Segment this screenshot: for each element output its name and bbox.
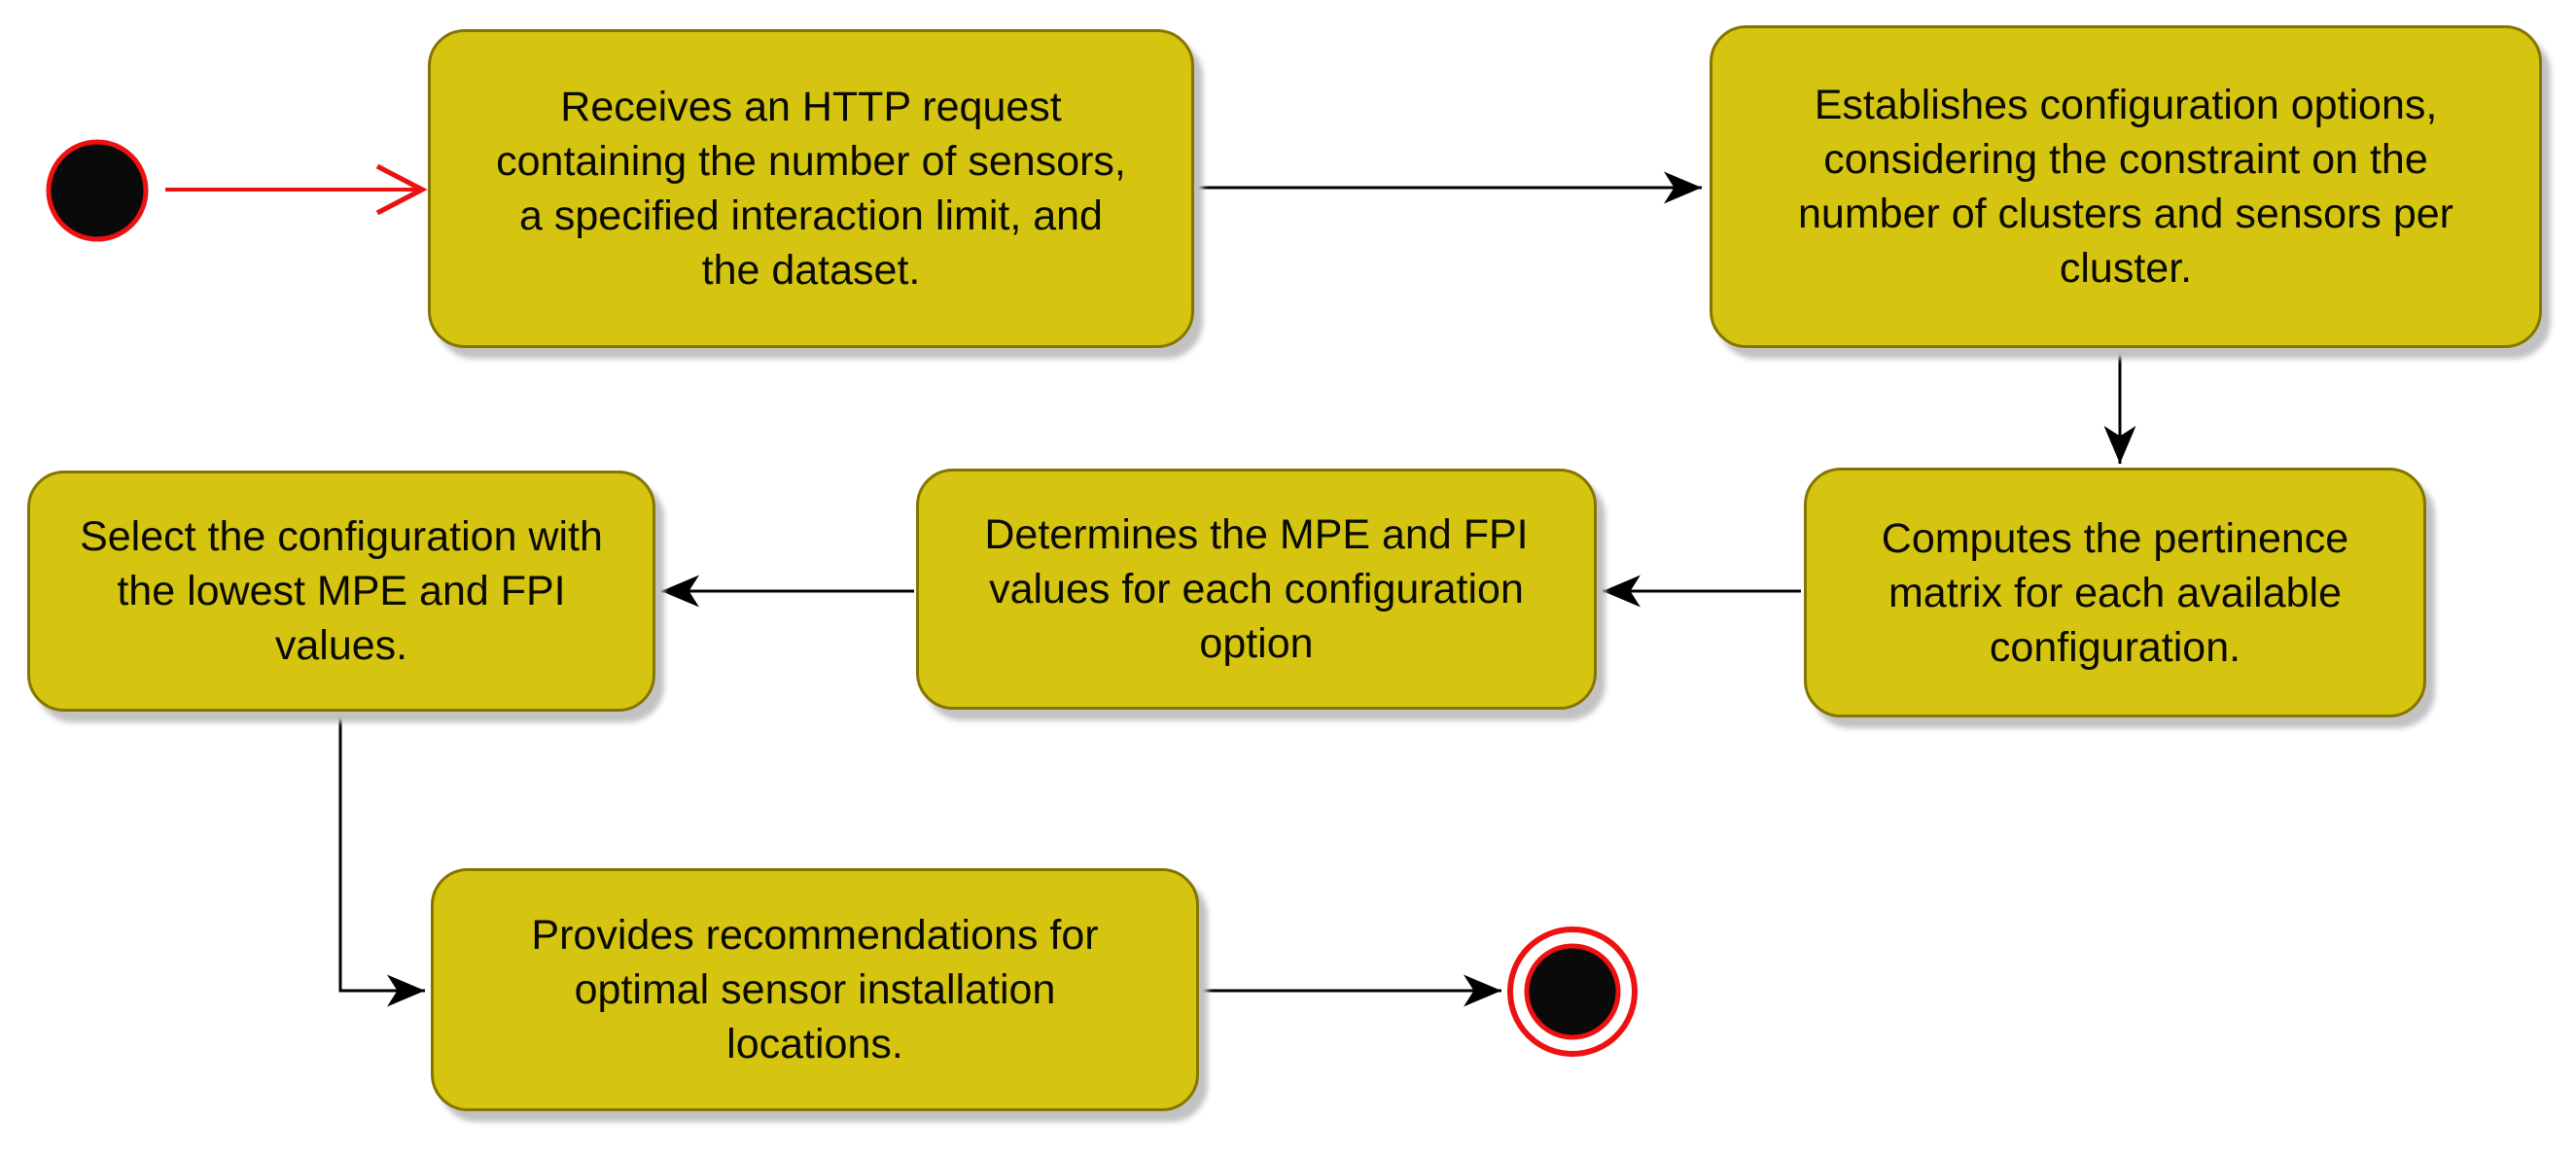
activity-node-receive-request: Receives an HTTP request containing the … [428, 29, 1194, 348]
node-label: Provides recommendations for optimal sen… [531, 912, 1099, 1067]
activity-node-compute-matrix: Computes the pertinence matrix for each … [1804, 468, 2426, 717]
node-label: Determines the MPE and FPI values for ea… [984, 511, 1529, 667]
activity-node-establish-options: Establishes configuration options, consi… [1710, 25, 2542, 348]
node-label: Computes the pertinence matrix for each … [1881, 514, 2349, 671]
node-label: Select the configuration with the lowest… [80, 513, 603, 669]
activity-node-determine-values: Determines the MPE and FPI values for ea… [916, 469, 1597, 710]
initial-node [46, 139, 149, 242]
node-label: Receives an HTTP request containing the … [496, 84, 1126, 294]
node-label: Establishes configuration options, consi… [1798, 82, 2453, 292]
final-node-core [1524, 943, 1621, 1040]
activity-node-select-configuration: Select the configuration with the lowest… [27, 471, 655, 712]
activity-node-provide-recommendations: Provides recommendations for optimal sen… [431, 868, 1199, 1111]
edge-select-to-provide [338, 713, 425, 1007]
